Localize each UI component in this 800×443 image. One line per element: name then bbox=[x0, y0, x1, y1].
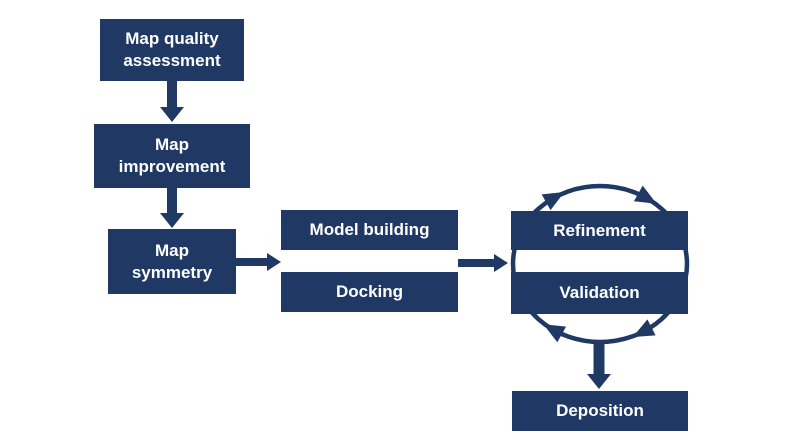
node-docking: Docking bbox=[281, 272, 458, 312]
node-map-quality-assessment: Map quality assessment bbox=[100, 19, 244, 81]
node-label: Model building bbox=[309, 220, 430, 240]
arrow-cycle-to-deposition bbox=[587, 342, 611, 389]
arrow-map-improvement-to-map-symmetry bbox=[160, 188, 184, 228]
node-map-symmetry: Map symmetry bbox=[108, 229, 236, 294]
node-label: Map improvement bbox=[118, 135, 226, 176]
node-label: Validation bbox=[559, 283, 640, 303]
arrow-map-symmetry-to-model-building bbox=[236, 253, 281, 271]
cycle-arrowhead-top-left-icon bbox=[541, 192, 565, 211]
node-model-building: Model building bbox=[281, 210, 458, 250]
cycle-arrowhead-bottom-right-icon bbox=[632, 319, 656, 337]
node-refinement: Refinement bbox=[511, 211, 688, 250]
node-label: Deposition bbox=[556, 401, 644, 421]
node-deposition: Deposition bbox=[512, 391, 688, 431]
arrow-model-building-to-refinement bbox=[458, 254, 508, 272]
node-label: Docking bbox=[335, 282, 404, 302]
node-label: Map symmetry bbox=[131, 240, 213, 282]
node-label: Refinement bbox=[553, 220, 646, 240]
cycle-arrowhead-top-right-icon bbox=[633, 185, 657, 204]
cycle-arrowhead-bottom-left-icon bbox=[543, 324, 567, 343]
arrow-map-quality-to-map-improvement bbox=[160, 81, 184, 122]
node-validation: Validation bbox=[511, 272, 688, 314]
node-label: Map quality assessment bbox=[123, 29, 221, 70]
iteration-cycle-circle bbox=[510, 183, 690, 345]
node-map-improvement: Map improvement bbox=[94, 124, 250, 188]
